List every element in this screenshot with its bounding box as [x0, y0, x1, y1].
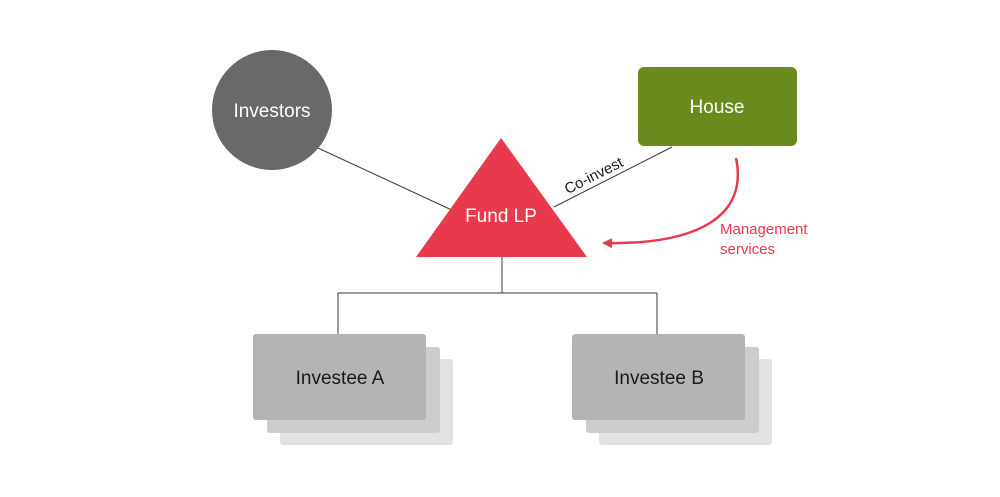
house-box [638, 67, 797, 146]
investors-label: Investors [233, 101, 310, 122]
fund-label: Fund LP [465, 206, 537, 227]
house-label: House [690, 97, 745, 118]
investee-a-node: Investee A [253, 334, 453, 445]
fund-triangle [416, 138, 587, 257]
investee-b-box [572, 334, 745, 420]
investee-a-label: Investee A [296, 368, 385, 389]
investors-circle [212, 50, 332, 170]
management-label-line-2: services [720, 241, 775, 258]
investee-b-label: Investee B [614, 368, 704, 389]
management-services-arrow [602, 157, 739, 249]
co-invest-label: Co-invest [562, 154, 627, 198]
investee-a-box [253, 334, 426, 420]
investors-node: Investors [212, 50, 332, 170]
house-node: House [638, 67, 797, 146]
investors-fund-connector [317, 147, 457, 213]
investee-tree-connector [337, 256, 658, 334]
fund-node: Fund LP [416, 138, 587, 257]
co-invest-connector [553, 146, 673, 208]
management-label-line-1: Management [720, 221, 808, 238]
investee-b-node: Investee B [572, 334, 772, 445]
management-services-label: Management services [720, 221, 808, 258]
